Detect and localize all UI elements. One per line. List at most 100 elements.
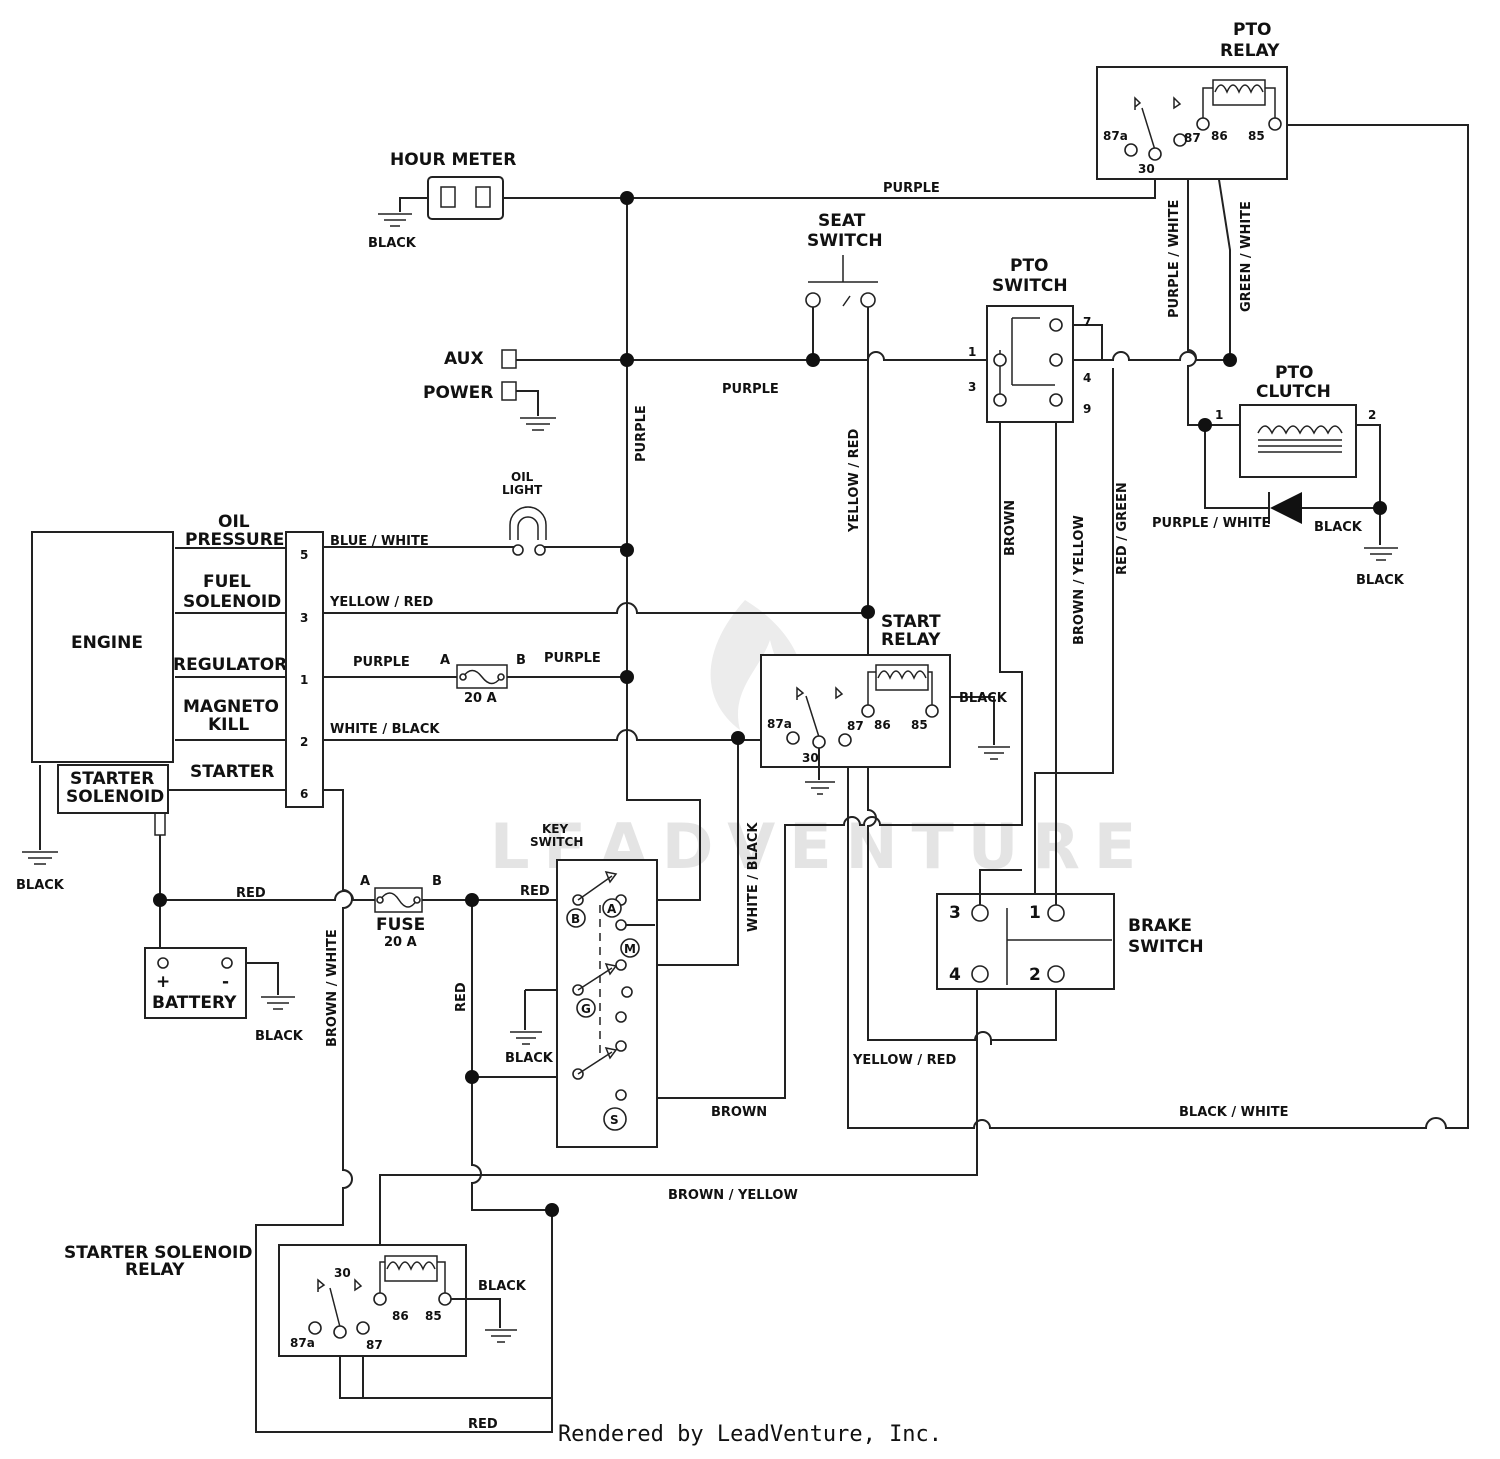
svg-text:PTO: PTO xyxy=(1010,256,1049,276)
svg-text:A: A xyxy=(607,902,617,916)
svg-text:SWITCH: SWITCH xyxy=(530,835,583,849)
svg-text:REGULATOR: REGULATOR xyxy=(173,655,287,675)
svg-text:6: 6 xyxy=(300,787,308,801)
svg-text:87a: 87a xyxy=(290,1336,315,1350)
hour-meter: HOUR METER BLACK xyxy=(368,150,516,251)
svg-text:20 A: 20 A xyxy=(464,691,497,706)
wire-label-red-key: RED xyxy=(520,884,550,899)
wire-label-brown-yellow: BROWN / YELLOW xyxy=(668,1188,798,1203)
svg-text:LIGHT: LIGHT xyxy=(502,483,543,497)
svg-text:87: 87 xyxy=(847,719,864,733)
svg-text:STARTER: STARTER xyxy=(190,762,274,782)
svg-text:M: M xyxy=(624,942,636,956)
wire-label-red-battery: RED xyxy=(236,886,266,901)
svg-text:9: 9 xyxy=(1083,402,1091,416)
svg-text:STARTER SOLENOID: STARTER SOLENOID xyxy=(64,1243,252,1263)
svg-text:AUX: AUX xyxy=(444,349,484,369)
wire-label-yellow-red-bottom: YELLOW / RED xyxy=(852,1053,956,1068)
svg-text:4: 4 xyxy=(949,965,961,985)
svg-text:2: 2 xyxy=(300,735,308,749)
wire-label-purple-left: PURPLE xyxy=(353,655,410,670)
svg-text:PRESSURE: PRESSURE xyxy=(185,530,284,550)
svg-text:B: B xyxy=(571,912,580,926)
svg-text:2: 2 xyxy=(1368,408,1376,422)
svg-text:STARTER: STARTER xyxy=(70,769,154,789)
svg-text:85: 85 xyxy=(425,1309,442,1323)
svg-text:85: 85 xyxy=(1248,129,1265,143)
svg-text:-: - xyxy=(222,972,229,992)
svg-text:PTO: PTO xyxy=(1275,363,1314,383)
hour-meter-label: HOUR METER xyxy=(390,150,516,170)
svg-text:S: S xyxy=(610,1113,619,1127)
wire-label-white-black-vertical: WHITE / BLACK xyxy=(746,822,761,932)
svg-text:B: B xyxy=(432,874,442,889)
inline-fuse: A B 20 A xyxy=(440,653,526,706)
key-switch-ground-label: BLACK xyxy=(505,1051,554,1066)
svg-text:RELAY: RELAY xyxy=(125,1260,185,1280)
svg-text:30: 30 xyxy=(1138,162,1155,176)
svg-text:RELAY: RELAY xyxy=(1220,41,1280,61)
wires xyxy=(39,124,1469,1433)
svg-text:POWER: POWER xyxy=(423,383,493,403)
svg-text:A: A xyxy=(360,874,370,889)
start-relay-ground-label: BLACK xyxy=(959,691,1008,706)
svg-text:3: 3 xyxy=(300,611,308,625)
wire-label-purple-vertical: PURPLE xyxy=(634,405,649,462)
svg-text:7: 7 xyxy=(1083,315,1091,329)
svg-text:1: 1 xyxy=(1215,408,1223,422)
svg-text:BRAKE: BRAKE xyxy=(1128,916,1192,936)
svg-text:1: 1 xyxy=(300,673,308,687)
svg-text:30: 30 xyxy=(334,1266,351,1280)
svg-text:87: 87 xyxy=(366,1338,383,1352)
engine-ground-label: BLACK xyxy=(16,878,65,893)
svg-text:PTO: PTO xyxy=(1233,20,1272,40)
hour-meter-ground-label: BLACK xyxy=(368,236,417,251)
wire-label-yellow-red-vertical: YELLOW / RED xyxy=(847,429,862,533)
svg-text:SOLENOID: SOLENOID xyxy=(66,787,164,807)
key-switch: KEY SWITCH B A M G S BLACK xyxy=(505,822,658,1148)
wire-label-purple-aux: PURPLE xyxy=(722,382,779,397)
svg-text:OIL: OIL xyxy=(218,512,250,532)
diode-icon xyxy=(1270,492,1302,524)
svg-text:A: A xyxy=(440,653,450,668)
svg-text:BATTERY: BATTERY xyxy=(152,993,237,1013)
watermark-flame-icon xyxy=(710,600,804,740)
svg-text:30: 30 xyxy=(802,751,819,765)
battery: + - BATTERY BLACK xyxy=(144,947,304,1044)
svg-text:87a: 87a xyxy=(1103,129,1128,143)
main-fuse: A B FUSE 20 A xyxy=(360,874,442,950)
start-relay: START RELAY 87a 30 87 86 85 BLACK xyxy=(760,612,1010,795)
svg-text:MAGNETO: MAGNETO xyxy=(183,697,279,717)
oil-light: OIL LIGHT xyxy=(502,470,547,556)
svg-text:SWITCH: SWITCH xyxy=(807,231,883,251)
engine: ENGINE STARTER SOLENOID BLACK xyxy=(16,531,174,893)
wire-label-purple-white-vertical: PURPLE / WHITE xyxy=(1167,200,1182,318)
starter-relay-ground-label: BLACK xyxy=(478,1279,527,1294)
brake-switch: 3 1 4 2 BRAKE SWITCH xyxy=(936,869,1204,990)
wire-label-brown: BROWN xyxy=(711,1105,767,1120)
wire-label-blue-white: BLUE / WHITE xyxy=(330,534,429,549)
svg-text:SWITCH: SWITCH xyxy=(992,276,1068,296)
svg-text:87: 87 xyxy=(1184,131,1201,145)
wire-label-purple-right: PURPLE xyxy=(544,651,601,666)
pto-relay: PTO RELAY 87a 30 87 86 85 xyxy=(1096,20,1288,180)
wire-label-black-white: BLACK / WHITE xyxy=(1179,1105,1288,1120)
wire-label-red-bottom: RED xyxy=(468,1417,498,1432)
svg-text:START: START xyxy=(881,612,941,632)
svg-text:SWITCH: SWITCH xyxy=(1128,937,1204,957)
svg-text:G: G xyxy=(581,1002,591,1016)
svg-text:RELAY: RELAY xyxy=(881,630,941,650)
svg-text:FUEL: FUEL xyxy=(203,572,251,592)
svg-text:3: 3 xyxy=(968,380,976,394)
wire-label-green-white: GREEN / WHITE xyxy=(1239,201,1254,312)
clutch-ground-label: BLACK xyxy=(1356,573,1405,588)
svg-text:87a: 87a xyxy=(767,717,792,731)
svg-text:OIL: OIL xyxy=(511,470,534,484)
battery-ground-label: BLACK xyxy=(255,1029,304,1044)
svg-text:3: 3 xyxy=(949,903,961,923)
svg-text:ENGINE: ENGINE xyxy=(71,633,143,653)
junction-dots xyxy=(153,191,1387,1217)
svg-text:86: 86 xyxy=(1211,129,1228,143)
starter-solenoid-relay: STARTER SOLENOID RELAY 87a 30 87 86 85 B… xyxy=(64,1243,527,1357)
